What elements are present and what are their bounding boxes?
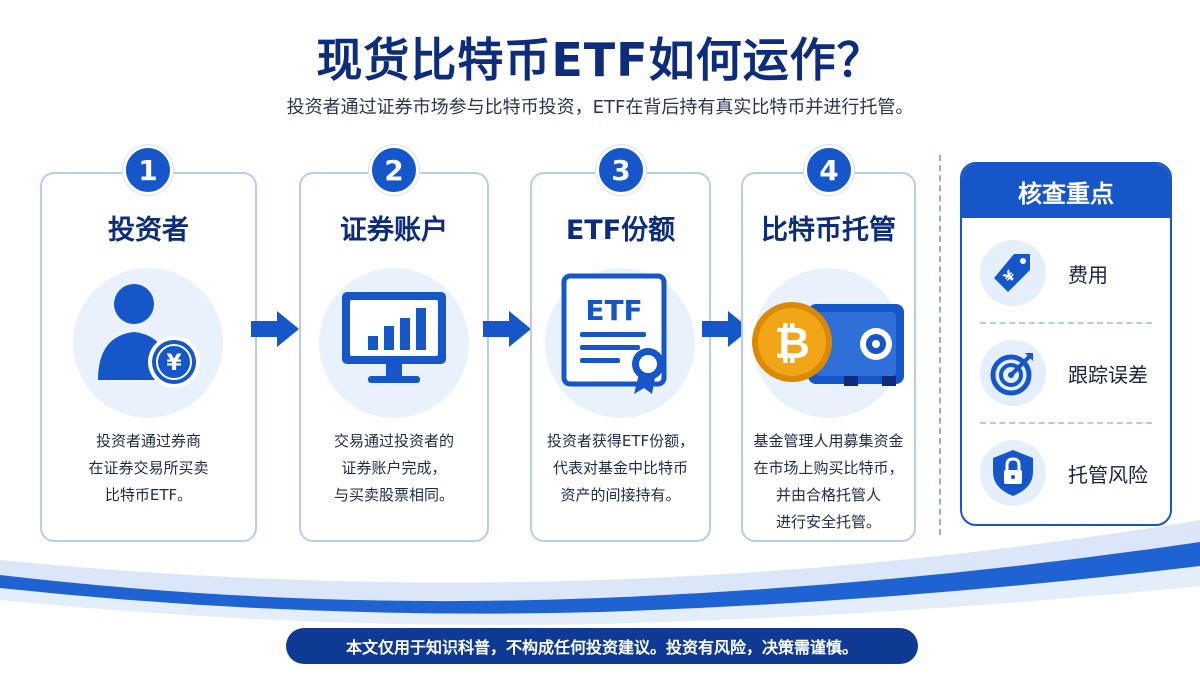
- arrow-right-icon: [251, 311, 299, 347]
- yen-tag-icon: ¥: [994, 254, 1030, 292]
- step-title-3: ETF份额: [565, 215, 676, 246]
- certificate-text: ETF: [585, 294, 642, 327]
- step-desc-2: 交易通过投资者的 证券账户完成， 与买卖股票相同。: [333, 432, 454, 504]
- key-points-title: 核查重点: [962, 164, 1170, 218]
- key-points-panel: 核查重点 ¥ 费用 跟踪误差: [960, 162, 1172, 526]
- key-separator: [980, 322, 1152, 324]
- svg-text:¥: ¥: [166, 351, 182, 376]
- key-point-custody-risk: 托管风险: [962, 426, 1170, 520]
- lock-shield-icon: [993, 450, 1033, 496]
- page-subtitle: 投资者通过证券市场参与比特币投资，ETF在背后持有真实比特币并进行托管。: [286, 97, 914, 118]
- key-point-tracking-error: 跟踪误差: [962, 326, 1170, 420]
- step-title-4: 比特币托管: [761, 215, 896, 246]
- step-desc-1: 投资者通过券商 在证券交易所买卖 比特币ETF。: [88, 432, 209, 504]
- disclaimer-banner: 本文仅用于知识科普，不构成任何投资建议。投资有风险，决策需谨慎。: [286, 628, 918, 664]
- step-number-1: 1: [123, 145, 173, 195]
- svg-text:₿: ₿: [774, 318, 810, 369]
- investor-yen-icon: ¥: [98, 284, 200, 388]
- etf-certificate-icon: ETF: [561, 273, 667, 394]
- page-title: 现货比特币ETF如何运作？: [316, 33, 884, 87]
- target-icon: [990, 353, 1033, 396]
- arrow-right-icon: [702, 311, 750, 347]
- divider-line: [939, 155, 941, 535]
- step-number-4: 4: [804, 145, 854, 195]
- monitor-chart-icon: [342, 292, 446, 383]
- step-desc-3: 投资者获得ETF份额， 代表对基金中比特币 资产的间接持有。: [546, 432, 695, 504]
- step-number-2: 2: [369, 145, 419, 195]
- step-number-3: 3: [596, 145, 646, 195]
- bitcoin-safe-icon: ₿: [752, 302, 904, 386]
- step-title-2: 证券账户: [340, 215, 448, 246]
- key-point-label: 托管风险: [1068, 462, 1148, 487]
- step-desc-4: 基金管理人用募集资金 在市场上购买比特币， 并由合格托管人 进行安全托管。: [753, 432, 904, 531]
- key-point-label: 跟踪误差: [1068, 362, 1148, 387]
- arrow-right-icon: [483, 311, 531, 347]
- key-point-label: 费用: [1068, 262, 1108, 287]
- step-title-1: 投资者: [108, 215, 189, 246]
- key-separator: [980, 422, 1152, 424]
- key-point-fees: ¥ 费用: [962, 226, 1170, 320]
